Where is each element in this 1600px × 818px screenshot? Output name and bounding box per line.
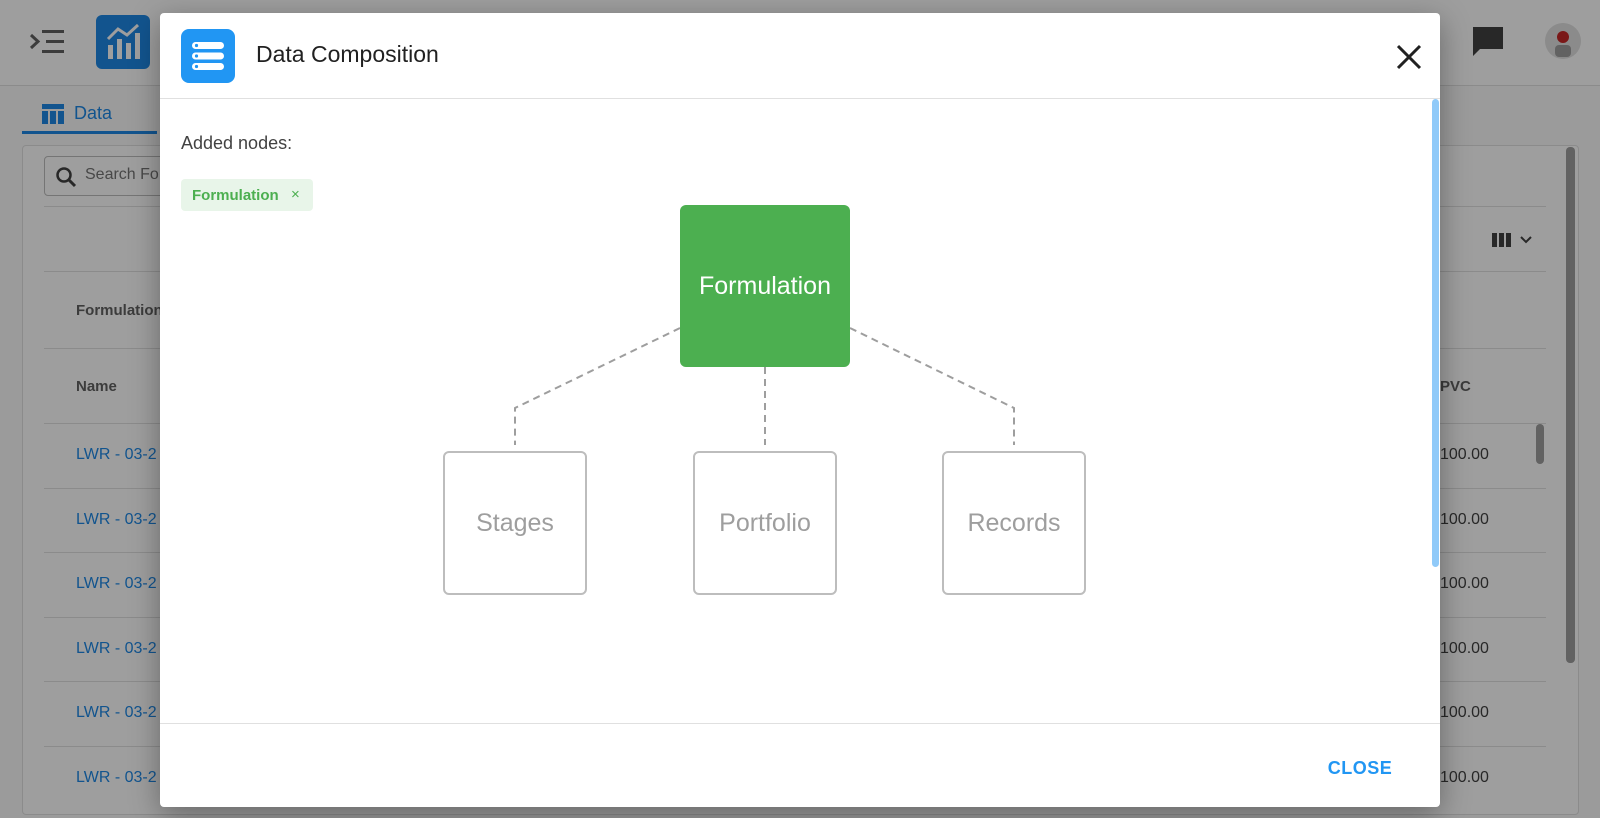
chip-remove-icon[interactable]: × [291, 186, 300, 203]
added-node-chip: Formulation × [181, 179, 313, 211]
table-row-name-link[interactable]: LWR - 03-2 [76, 575, 157, 592]
app-logo-icon[interactable] [96, 15, 150, 69]
node-formulation[interactable]: Formulation [680, 205, 850, 367]
table-icon [42, 104, 64, 129]
table-row-name-link[interactable]: LWR - 03-2 [76, 640, 157, 657]
page-scrollbar[interactable] [1566, 147, 1575, 663]
dialog-title: Data Composition [256, 41, 439, 67]
added-nodes-label: Added nodes: [181, 133, 293, 153]
dialog-header: Data Composition [160, 13, 1440, 99]
table-row-pvc: 100.00 [1440, 769, 1489, 786]
table-row-pvc: 100.00 [1440, 446, 1489, 463]
database-icon [181, 29, 235, 83]
user-avatar[interactable] [1545, 23, 1581, 59]
tab-data[interactable]: Data [22, 92, 157, 134]
table-row-pvc: 100.00 [1440, 704, 1489, 721]
table-row-name-link[interactable]: LWR - 03-2 [76, 704, 157, 721]
dialog-footer: CLOSE [160, 723, 1440, 807]
chat-icon[interactable] [1470, 24, 1506, 60]
table-row-name-link[interactable]: LWR - 03-2 [76, 446, 157, 463]
table-row-name-link[interactable]: LWR - 03-2 [76, 511, 157, 528]
node-records[interactable]: Records [942, 451, 1086, 595]
connector-stages [514, 327, 681, 445]
close-button[interactable]: CLOSE [1327, 757, 1393, 778]
search-icon [55, 166, 77, 193]
table-row-pvc: 100.00 [1440, 640, 1489, 657]
chip-label: Formulation [192, 187, 279, 204]
data-composition-dialog: Data Composition Added nodes: Formulatio… [160, 13, 1440, 807]
node-stages[interactable]: Stages [443, 451, 587, 595]
column-header-pvc[interactable]: PVC [1440, 378, 1471, 395]
table-scrollbar[interactable] [1536, 424, 1544, 464]
table-row-pvc: 100.00 [1440, 575, 1489, 592]
table-row-pvc: 100.00 [1440, 511, 1489, 528]
tab-data-label: Data [74, 103, 113, 123]
columns-menu-icon[interactable] [1490, 228, 1540, 252]
composition-diagram [514, 327, 1015, 445]
table-row-name-link[interactable]: LWR - 03-2 [76, 769, 157, 786]
column-header-name[interactable]: Name [76, 378, 117, 395]
menu-collapse-icon[interactable] [28, 26, 66, 58]
close-icon[interactable] [1392, 40, 1426, 74]
connector-records [849, 327, 1015, 445]
group-header-formulation: Formulation [76, 302, 163, 319]
node-portfolio[interactable]: Portfolio [693, 451, 837, 595]
dialog-scrollbar[interactable] [1432, 99, 1439, 567]
